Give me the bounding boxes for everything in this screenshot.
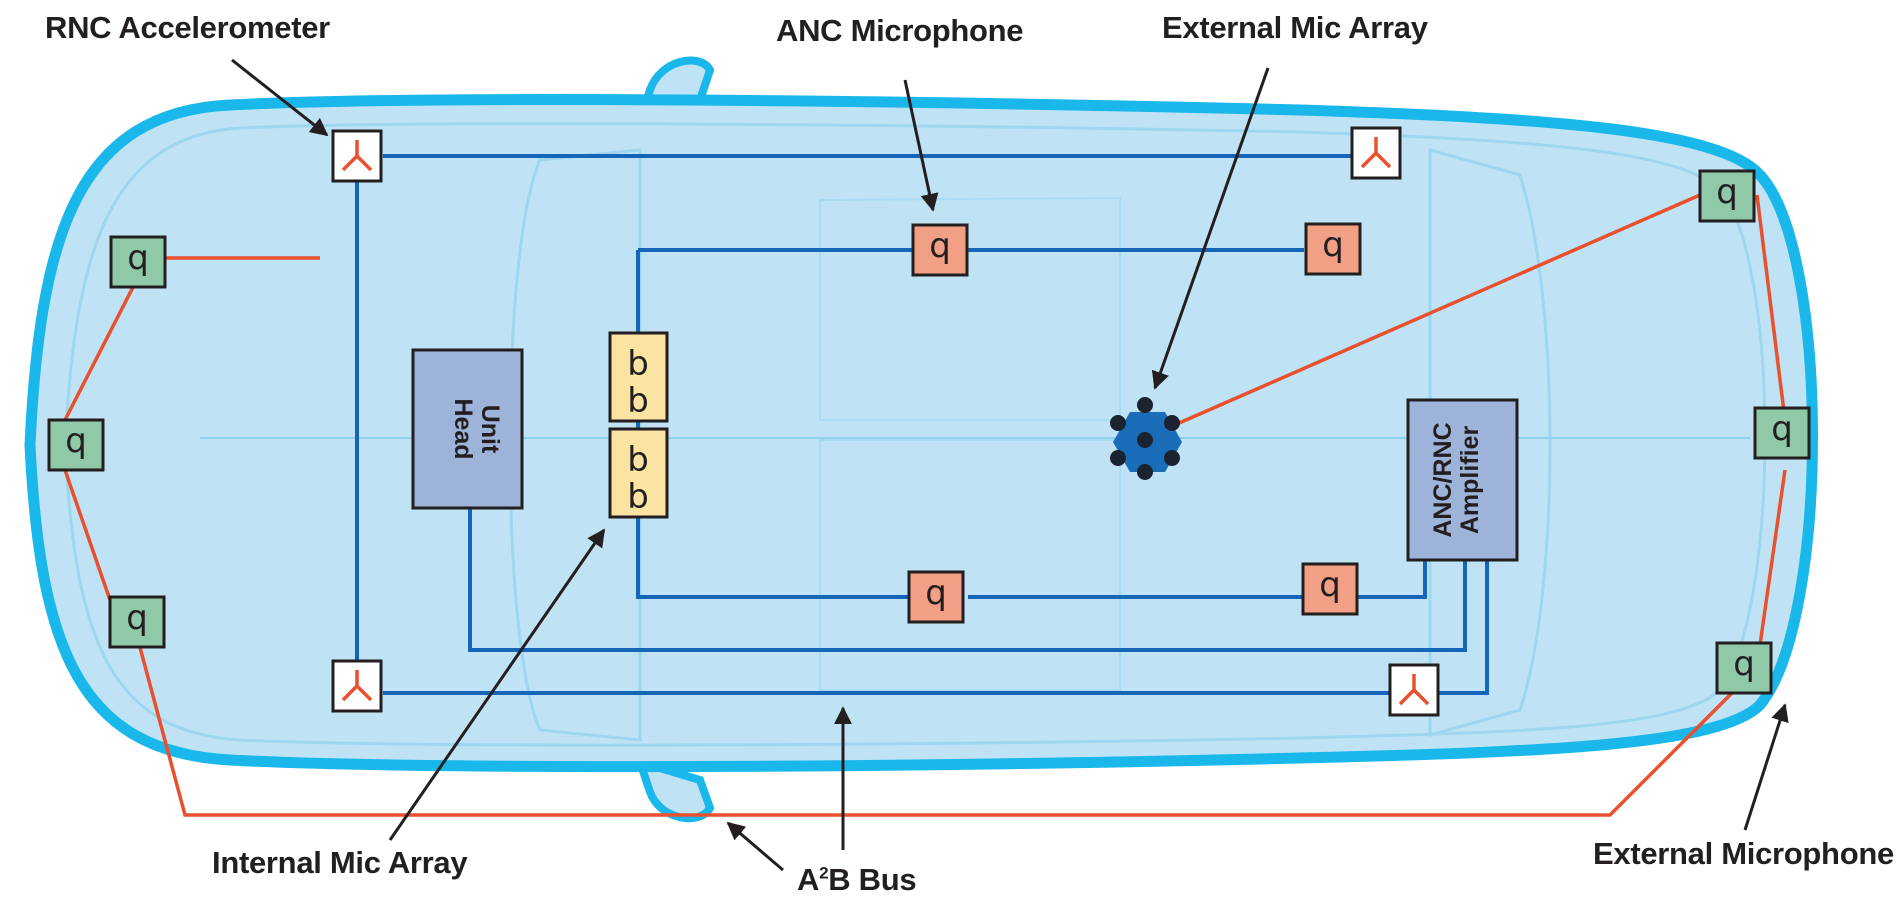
- external-mic-glyph-4: q: [1716, 172, 1738, 212]
- a2b-bus-prefix: A: [797, 862, 820, 897]
- internal-mic-glyph-1: b: [627, 344, 649, 384]
- external-microphones: q q q q q q: [47, 169, 1811, 695]
- external-mic-wiring: [63, 193, 1787, 817]
- external-mic-glyph-5: q: [1771, 409, 1793, 449]
- external-mic-glyph-1: q: [127, 238, 149, 278]
- car-body: [24, 56, 1818, 823]
- anc-mic-glyph-2: q: [1322, 225, 1344, 265]
- amplifier-line2: Amplifier: [1456, 426, 1484, 535]
- anc-microphone-label: ANC Microphone: [776, 13, 1024, 48]
- anc-mic-glyph-4: q: [1319, 565, 1341, 605]
- anc-mic-glyph-3: q: [925, 573, 947, 613]
- external-mic-array-label: External Mic Array: [1162, 10, 1428, 45]
- anc-microphones: q q q q: [907, 222, 1362, 624]
- a2b-bus-label: A2B Bus: [797, 862, 917, 898]
- internal-mic-array-label: Internal Mic Array: [212, 845, 468, 880]
- anc-rnc-amplifier: ANC/RNC Amplifier: [1406, 398, 1519, 562]
- external-microphone-label: External Microphone: [1593, 836, 1894, 871]
- callout-arrows: [231, 58, 1789, 872]
- anc-mic-glyph-1: q: [929, 226, 951, 266]
- accelerometer-front-left: [331, 129, 383, 183]
- amplifier-line1: ANC/RNC: [1429, 422, 1457, 537]
- external-mic-glyph-6: q: [1733, 644, 1755, 684]
- head-unit: Head Unit: [411, 348, 524, 510]
- a2b-bus-superscript: 2: [819, 863, 829, 883]
- external-mic-array: [1110, 397, 1182, 480]
- head-unit-line2: Unit: [476, 405, 504, 454]
- rnc-accelerometer-label: RNC Accelerometer: [45, 10, 330, 45]
- a2b-bus-suffix: B Bus: [828, 862, 917, 897]
- external-mic-glyph-2: q: [65, 421, 87, 461]
- rnc-accelerometers: [331, 126, 1440, 717]
- a2b-bus-wiring: [355, 154, 1489, 695]
- external-mic-glyph-3: q: [126, 598, 148, 638]
- accelerometer-rear-left: [331, 659, 383, 713]
- accelerometer-front-right: [1350, 126, 1402, 180]
- internal-mic-glyph-2: b: [627, 381, 649, 421]
- accelerometer-rear-right: [1388, 663, 1440, 717]
- internal-mic-array: b b b b: [608, 331, 669, 519]
- internal-mic-glyph-4: b: [627, 477, 649, 517]
- head-unit-line1: Head: [449, 398, 477, 459]
- internal-mic-glyph-3: b: [627, 440, 649, 480]
